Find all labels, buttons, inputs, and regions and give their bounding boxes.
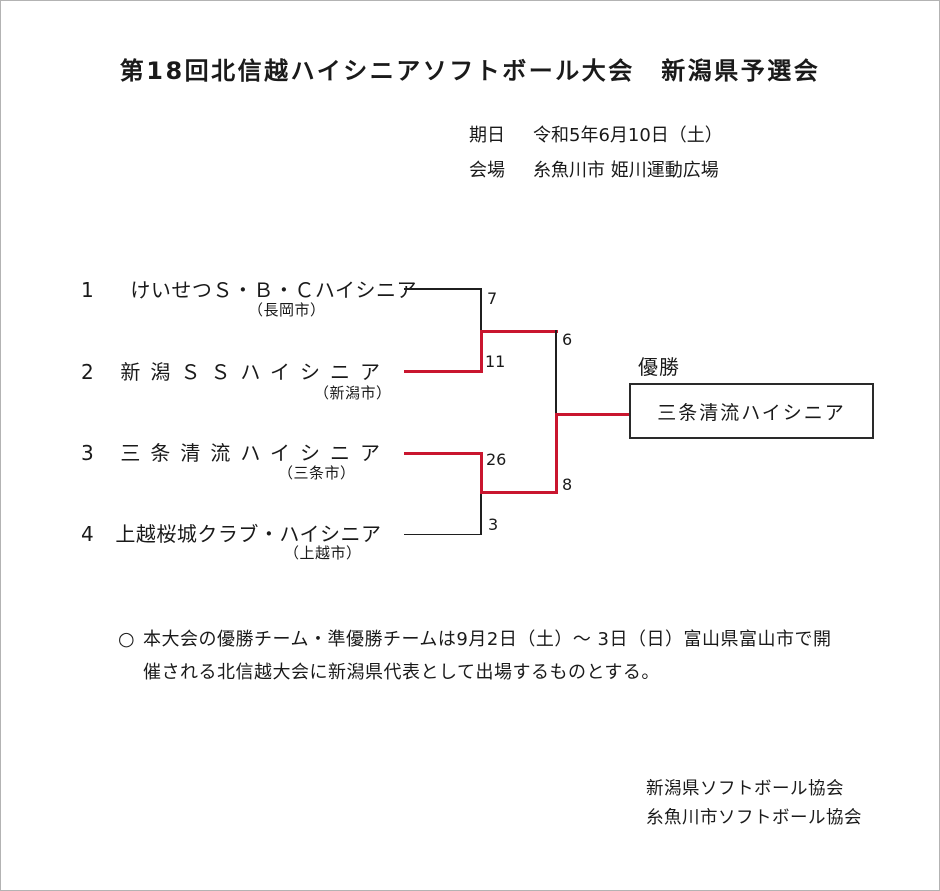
score-match2-team4: 3 [488,515,499,534]
team-city: （長岡市） [248,301,326,319]
team-row-2: 2 新潟ＳＳハイシニア [81,360,390,384]
date-value: 令和5年6月10日（土） [533,125,723,146]
note-bullet: ○ [118,628,136,650]
event-venue-row: 会場 糸魚川市 姫川運動広場 [469,160,723,181]
team-city: （上越市） [284,544,362,562]
bracket-line-champion-winner [554,412,629,416]
bracket-line-final-lower-winner [554,412,558,494]
team-name: けいせつＳ・Ｂ・Ｃハイシニア [130,278,417,302]
bracket-line-match2-upper-winner [479,451,483,494]
bracket-line-match1-out-winner [479,329,558,333]
bracket-line-seed1 [404,288,481,290]
champion-name: 三条清流ハイシニア [657,401,846,424]
note-line-1: 本大会の優勝チーム・準優勝チームは9月2日（土）～ 3日（日）富山県富山市で開 [143,629,832,650]
team-name: 新潟ＳＳハイシニア [120,360,390,384]
bracket-line-match2-lower [480,492,482,535]
team-seed: 2 [81,360,94,384]
organizer-line-2: 糸魚川市ソフトボール協会 [646,808,862,828]
venue-value: 糸魚川市 姫川運動広場 [533,160,719,181]
organizer-block: 新潟県ソフトボール協会 糸魚川市ソフトボール協会 [646,775,862,833]
team-name: 三条清流ハイシニア [120,441,390,465]
team-row-4: 4 上越桜城クラブ・ハイシニア [81,522,381,546]
team-name: 上越桜城クラブ・ハイシニア [115,522,382,546]
score-final-top: 6 [562,330,573,349]
bracket-line-match1-lower-winner [479,329,483,373]
score-match2-team3: 26 [486,450,507,469]
score-match1-team2: 11 [485,352,506,371]
qualification-note: ○ 本大会の優勝チーム・準優勝チームは9月2日（土）～ 3日（日）富山県富山市で… [118,623,832,689]
venue-label: 会場 [469,160,505,181]
bracket-line-seed3-winner [404,451,481,455]
team-seed: 1 [81,278,94,302]
team-row-3: 3 三条清流ハイシニア [81,441,390,465]
team-row-1: 1 けいせつＳ・Ｂ・Ｃハイシニア [81,278,417,302]
team-seed: 4 [81,522,94,546]
bracket-line-final-upper [555,329,557,414]
champion-box: 三条清流ハイシニア [629,383,874,439]
event-date-row: 期日 令和5年6月10日（土） [469,125,723,146]
bracket-line-seed2-winner [404,369,481,373]
team-seed: 3 [81,441,94,465]
team-city: （三条市） [278,464,356,482]
event-meta: 期日 令和5年6月10日（土） 会場 糸魚川市 姫川運動広場 [469,125,723,181]
score-final-bottom: 8 [562,475,573,494]
score-match1-team1: 7 [487,289,498,308]
page-title: 第18回北信越ハイシニアソフトボール大会 新潟県予選会 [119,57,821,85]
bracket-line-seed4 [404,533,481,535]
note-line-2: 催される北信越大会に新潟県代表として出場するものとする。 [143,662,660,683]
champion-label: 優勝 [638,355,680,379]
note-lines: 本大会の優勝チーム・準優勝チームは9月2日（土）～ 3日（日）富山県富山市で開 … [143,623,832,689]
organizer-line-1: 新潟県ソフトボール協会 [646,779,844,799]
bracket-line-match1-upper [480,288,482,331]
date-label: 期日 [469,125,505,146]
team-city: （新潟市） [314,384,392,402]
bracket-line-match2-out-winner [479,490,558,494]
